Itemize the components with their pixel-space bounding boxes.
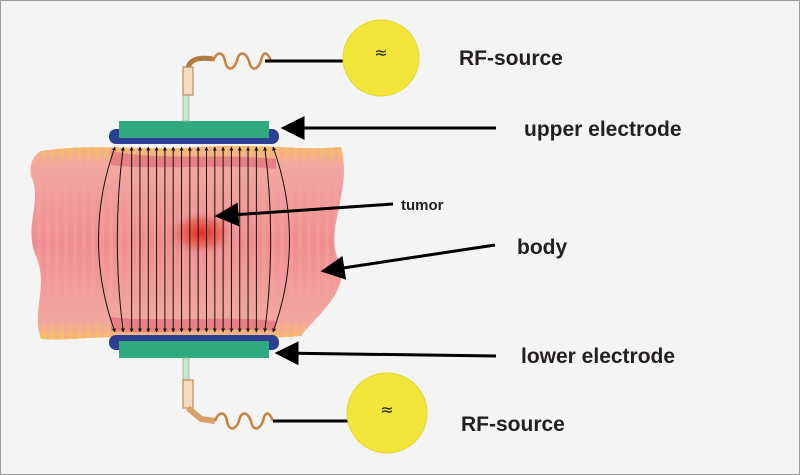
lower-electrode-label: lower electrode xyxy=(521,345,676,368)
pointer-arrows xyxy=(214,116,497,366)
tumor-pointer xyxy=(214,202,394,227)
tumor-label: tumor xyxy=(401,197,444,214)
electric-field-lines xyxy=(98,146,290,333)
top-cable xyxy=(182,52,347,122)
lower-electrode xyxy=(109,335,279,358)
field-line xyxy=(272,146,290,333)
field-line xyxy=(263,146,272,333)
rf-source-top-symbol: ≈ xyxy=(374,43,387,62)
rf-source-bottom-symbol: ≈ xyxy=(380,400,393,419)
bottom-coil xyxy=(213,412,275,430)
body-pointer xyxy=(320,243,496,280)
rf-source-bottom-label: RF-source xyxy=(461,413,565,436)
body-label: body xyxy=(517,236,568,259)
rf-source-top: ≈ xyxy=(342,19,420,97)
upper-electrode-label: upper electrode xyxy=(524,118,682,141)
top-coil xyxy=(211,52,273,70)
rf-source-bottom: ≈ xyxy=(346,372,428,454)
bottom-cable xyxy=(182,357,353,430)
tumor-region xyxy=(167,211,235,255)
upper-electrode xyxy=(109,121,279,144)
field-line xyxy=(116,146,125,333)
lower-electrode-pointer xyxy=(274,341,497,366)
rf-source-top-label: RF-source xyxy=(459,47,563,70)
field-line xyxy=(98,146,116,333)
